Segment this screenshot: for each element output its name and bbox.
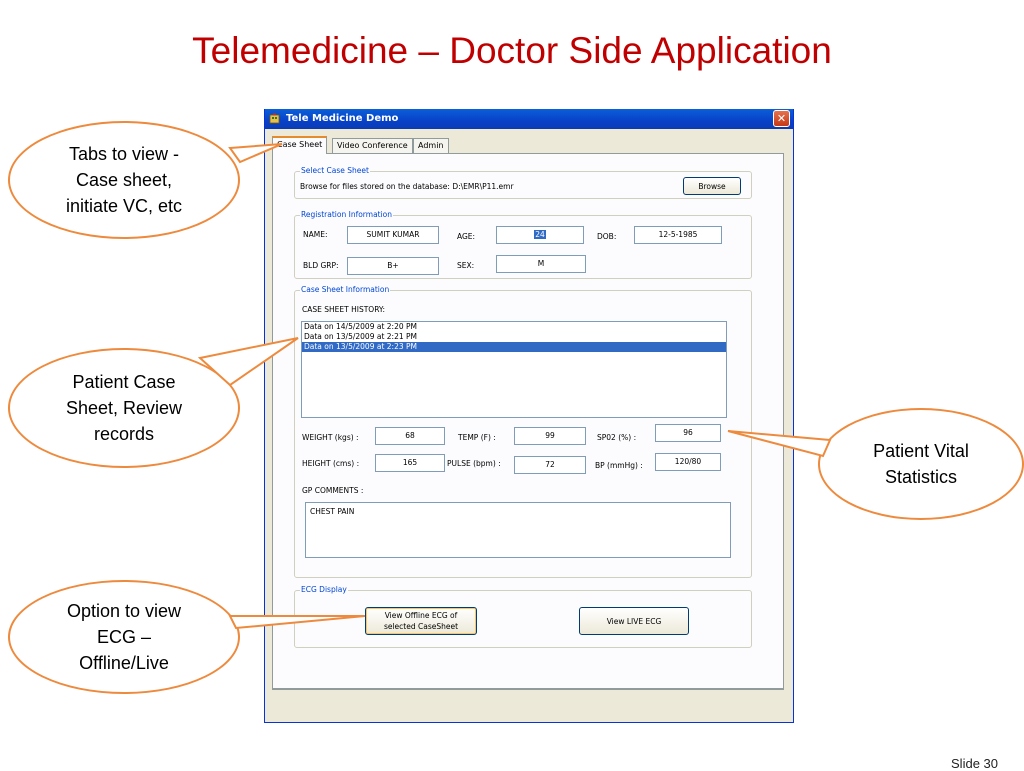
bp-field[interactable]: 120/80 <box>655 453 721 471</box>
callout-tabs: Tabs to view - Case sheet, initiate VC, … <box>8 121 240 239</box>
window-title: Tele Medicine Demo <box>286 113 399 124</box>
dob-label: DOB: <box>597 232 617 241</box>
blood-group-label: BLD GRP: <box>303 261 339 270</box>
group-title: ECG Display <box>300 585 348 594</box>
callout-ecg: Option to view ECG – Offline/Live <box>8 580 240 694</box>
group-title: Registration Information <box>300 210 394 219</box>
close-button[interactable]: ✕ <box>773 110 790 127</box>
browse-button[interactable]: Browse <box>683 177 741 195</box>
temp-label: TEMP (F) : <box>458 433 496 442</box>
weight-label: WEIGHT (kgs) : <box>302 433 359 442</box>
bp-label: BP (mmHg) : <box>595 461 643 470</box>
gp-comments-field[interactable]: CHEST PAIN <box>305 502 731 558</box>
app-icon <box>269 113 280 124</box>
spo2-label: SP02 (%) : <box>597 433 637 442</box>
browse-path-label: Browse for files stored on the database:… <box>300 182 514 191</box>
callout-tabs-text: Tabs to view - Case sheet, initiate VC, … <box>65 144 183 216</box>
name-label: NAME: <box>303 230 328 239</box>
spo2-field[interactable]: 96 <box>655 424 721 442</box>
temp-field[interactable]: 99 <box>514 427 586 445</box>
history-label: CASE SHEET HISTORY: <box>302 305 386 314</box>
age-field[interactable]: 24 <box>496 226 584 244</box>
view-live-ecg-button[interactable]: View LIVE ECG <box>579 607 689 635</box>
pulse-label: PULSE (bpm) : <box>447 459 501 468</box>
pulse-field[interactable]: 72 <box>514 456 586 474</box>
slide-number: Slide 30 <box>951 756 998 771</box>
height-label: HEIGHT (cms) : <box>302 459 360 468</box>
tab-case-sheet[interactable]: Case Sheet <box>272 136 328 154</box>
name-field[interactable]: SUMIT KUMAR <box>347 226 439 244</box>
panel-bottom-border <box>272 689 784 690</box>
dob-field[interactable]: 12-5-1985 <box>634 226 722 244</box>
group-title: Select Case Sheet <box>300 166 370 175</box>
tab-video-conference[interactable]: Video Conference <box>332 138 413 153</box>
callout-vitals: Patient Vital Statistics <box>818 408 1024 520</box>
registration-group: Registration Information NAME: SUMIT KUM… <box>294 210 752 279</box>
close-icon: ✕ <box>776 112 787 125</box>
callout-ecg-text: Option to view ECG – Offline/Live <box>66 601 182 673</box>
window-titlebar[interactable]: Tele Medicine Demo ✕ <box>265 109 793 129</box>
case-sheet-panel: Select Case Sheet Browse for files store… <box>272 153 784 689</box>
ecg-display-group: ECG Display View Offline ECG of selected… <box>294 585 752 648</box>
view-offline-ecg-button[interactable]: View Offline ECG of selected CaseSheet <box>365 607 477 635</box>
slide-title: Telemedicine – Doctor Side Application <box>192 30 832 71</box>
sex-field[interactable]: M <box>496 255 586 273</box>
gp-comments-label: GP COMMENTS : <box>302 486 364 495</box>
case-history-list[interactable]: Data on 14/5/2009 at 2:20 PM Data on 13/… <box>301 321 727 418</box>
weight-field[interactable]: 68 <box>375 427 445 445</box>
tab-admin[interactable]: Admin <box>413 138 449 153</box>
age-label: AGE: <box>457 232 476 241</box>
age-value: 24 <box>534 230 546 239</box>
case-sheet-info-group: Case Sheet Information CASE SHEET HISTOR… <box>294 285 752 578</box>
sex-label: SEX: <box>457 261 475 270</box>
callout-vitals-text: Patient Vital Statistics <box>873 441 969 487</box>
list-item[interactable]: Data on 13/5/2009 at 2:23 PM <box>302 342 726 352</box>
height-field[interactable]: 165 <box>375 454 445 472</box>
group-title: Case Sheet Information <box>300 285 391 294</box>
select-case-sheet-group: Select Case Sheet Browse for files store… <box>294 166 752 199</box>
callout-case-sheet: Patient Case Sheet, Review records <box>8 348 240 468</box>
blood-group-field[interactable]: B+ <box>347 257 439 275</box>
callout-case-sheet-text: Patient Case Sheet, Review records <box>65 372 183 444</box>
list-item[interactable]: Data on 13/5/2009 at 2:21 PM <box>304 332 417 341</box>
list-item[interactable]: Data on 14/5/2009 at 2:20 PM <box>304 322 417 331</box>
app-window: Tele Medicine Demo ✕ Case Sheet Video Co… <box>264 109 794 723</box>
